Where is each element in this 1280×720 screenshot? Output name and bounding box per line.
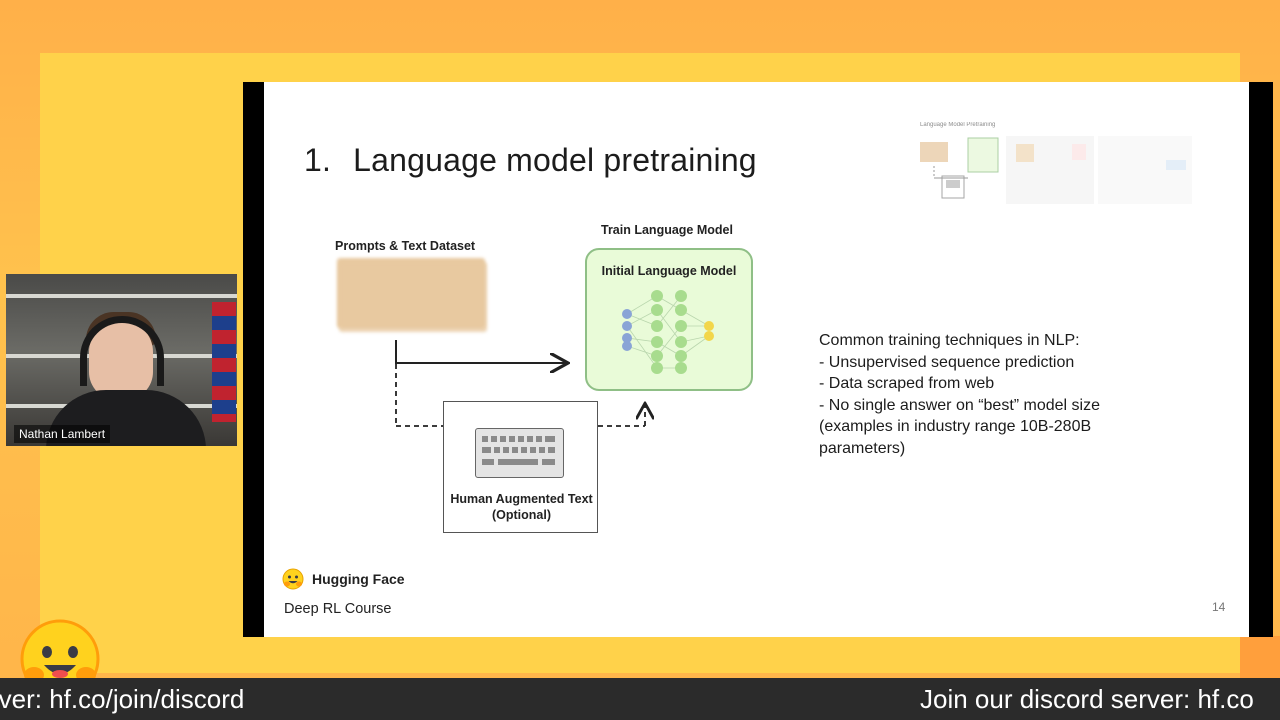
note-line: Common training techniques in NLP: xyxy=(819,332,1080,349)
background-strip xyxy=(1240,636,1280,678)
note-line: - Unsupervised sequence prediction xyxy=(819,353,1075,371)
presentation-slide: 1. Language model pretraining Language Mo… xyxy=(264,82,1249,637)
hugging-face-mascot-icon xyxy=(18,617,102,679)
note-line: - Data scraped from web xyxy=(819,375,995,392)
initial-model-label: Initial Language Model xyxy=(601,264,737,278)
slide-title: 1. Language model pretraining xyxy=(304,142,757,179)
train-model-label: Train Language Model xyxy=(601,223,733,237)
human-text-box: Human Augmented Text (Optional) xyxy=(443,401,598,533)
keyboard-icon xyxy=(475,428,564,478)
hugging-face-brand: Hugging Face xyxy=(282,568,405,590)
thumbnail-caption: Language Model Pretraining xyxy=(920,122,996,128)
discord-ticker: rver: hf.co/join/discord Join our discor… xyxy=(0,678,1280,720)
training-notes: Common training techniques in NLP: - Uns… xyxy=(819,330,1100,459)
initial-model-box: Initial Language Model xyxy=(585,248,753,391)
section-thumbnails: Language Model Pretraining xyxy=(916,118,1196,208)
hugging-face-logo-icon xyxy=(282,568,304,590)
course-name: Deep RL Course xyxy=(284,601,392,617)
webcam-feed: Nathan Lambert xyxy=(6,274,237,446)
slide-page-number: 14 xyxy=(1212,600,1226,614)
scarf xyxy=(212,302,236,422)
human-text-label: Human Augmented Text (Optional) xyxy=(450,492,593,522)
note-line: parameters) xyxy=(819,439,906,457)
ticker-text-left: rver: hf.co/join/discord xyxy=(0,684,245,714)
flow-arrows xyxy=(395,340,1249,427)
brand-name: Hugging Face xyxy=(312,571,405,587)
headphones xyxy=(80,316,164,386)
note-line: - No single answer on “best” model size xyxy=(819,396,1101,414)
dataset-label: Prompts & Text Dataset xyxy=(335,239,476,253)
thumbnail-diagrams xyxy=(920,136,1192,204)
neural-network-icon xyxy=(622,290,714,374)
slide-title-text: Language model pretraining xyxy=(353,142,757,178)
note-line: (examples in industry range 10B-280B xyxy=(819,418,1092,435)
presenter-name-tag: Nathan Lambert xyxy=(14,425,111,443)
slide-title-number: 1. xyxy=(304,142,332,178)
ticker-text-right: Join our discord server: hf.co xyxy=(920,684,1254,714)
text-dataset-image xyxy=(337,258,487,334)
